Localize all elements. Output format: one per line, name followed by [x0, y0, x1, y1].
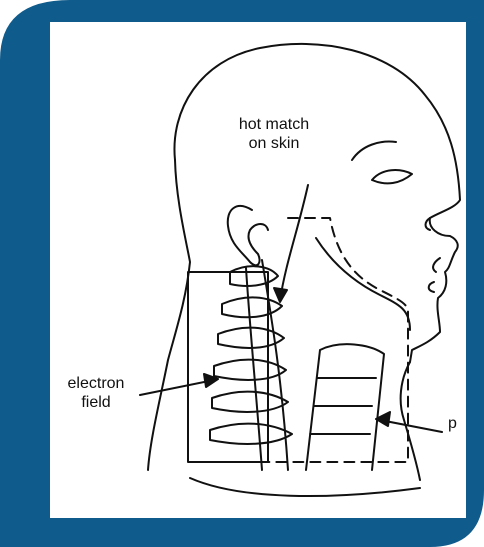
photon-field-label-clipped: p	[448, 414, 457, 433]
electron-field-label: electron field	[48, 374, 144, 412]
hot-match-line2: on skin	[226, 134, 322, 153]
electron-label-line2: field	[48, 393, 144, 412]
hot-match-label: hot match on skin	[226, 115, 322, 153]
electron-label-line1: electron	[48, 374, 144, 393]
hot-match-line1: hot match	[226, 115, 322, 134]
